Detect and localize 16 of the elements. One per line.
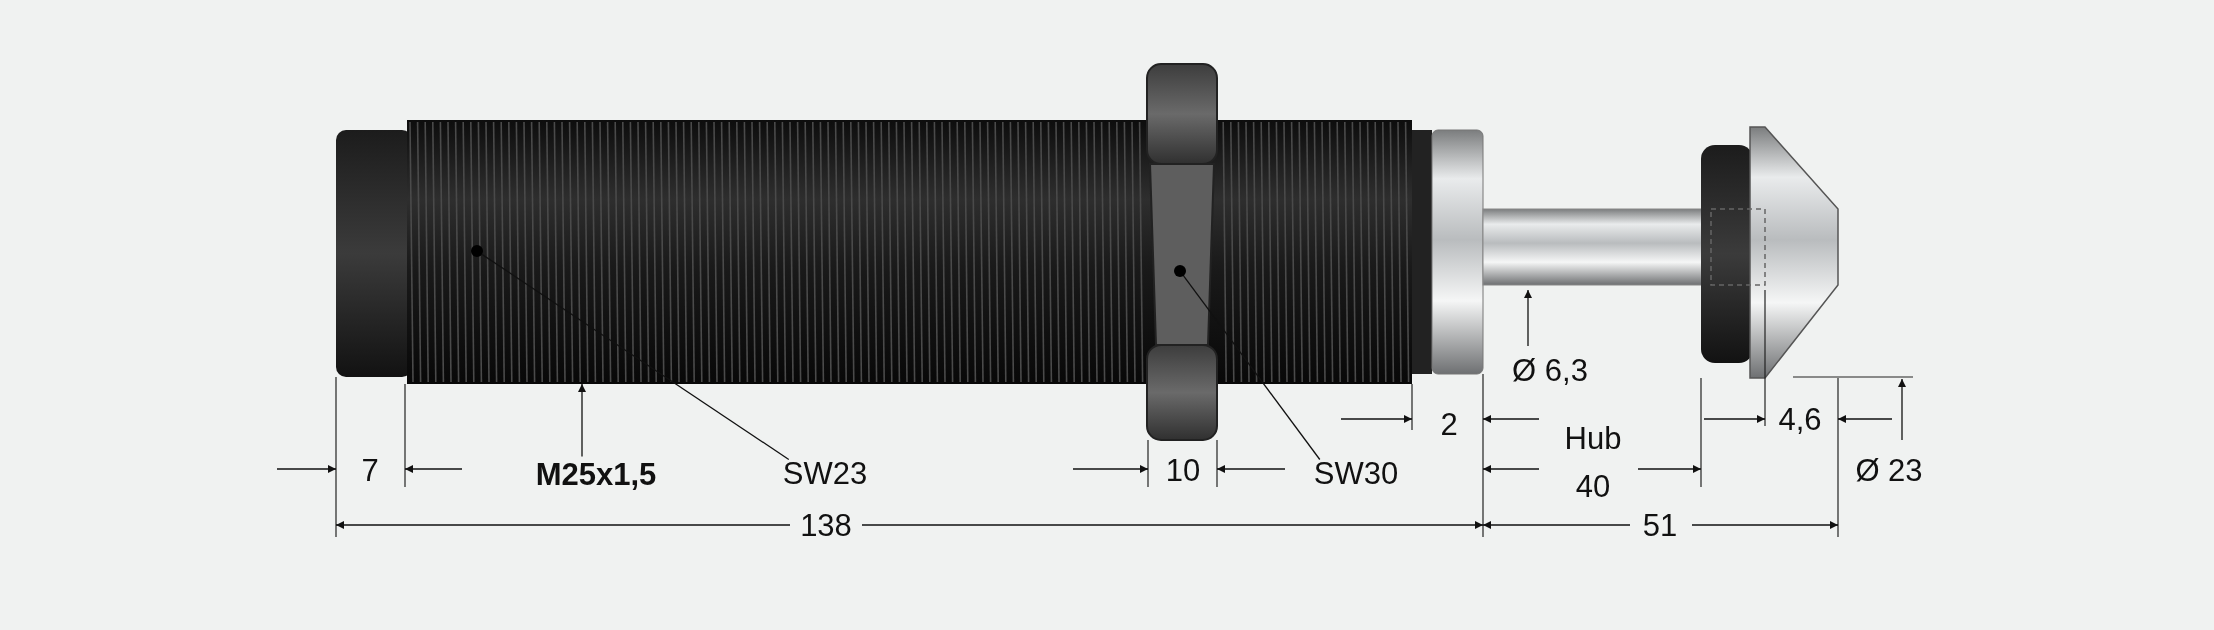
dimension-label: Hub	[1564, 422, 1622, 454]
thread-size-label: M25x1,5	[535, 458, 657, 490]
dimension-label: 7	[361, 454, 379, 486]
dimension-label: 10	[1165, 454, 1201, 486]
leader-arrow	[578, 383, 586, 458]
dimension-label: Ø 6,3	[1512, 354, 1588, 386]
wrench-size-label: SW23	[782, 457, 868, 489]
dimension-label: 40	[1575, 470, 1611, 502]
dimension-label: 138	[800, 509, 852, 541]
dimension-label: Ø 23	[1855, 454, 1923, 486]
dimension-label: 51	[1642, 509, 1678, 541]
leader-line	[1182, 275, 1321, 461]
wrench-size-label: SW30	[1313, 457, 1399, 489]
leader-line	[481, 253, 790, 461]
dimension-label: 4,6	[1778, 403, 1822, 435]
dimension-label: 2	[1440, 408, 1458, 440]
